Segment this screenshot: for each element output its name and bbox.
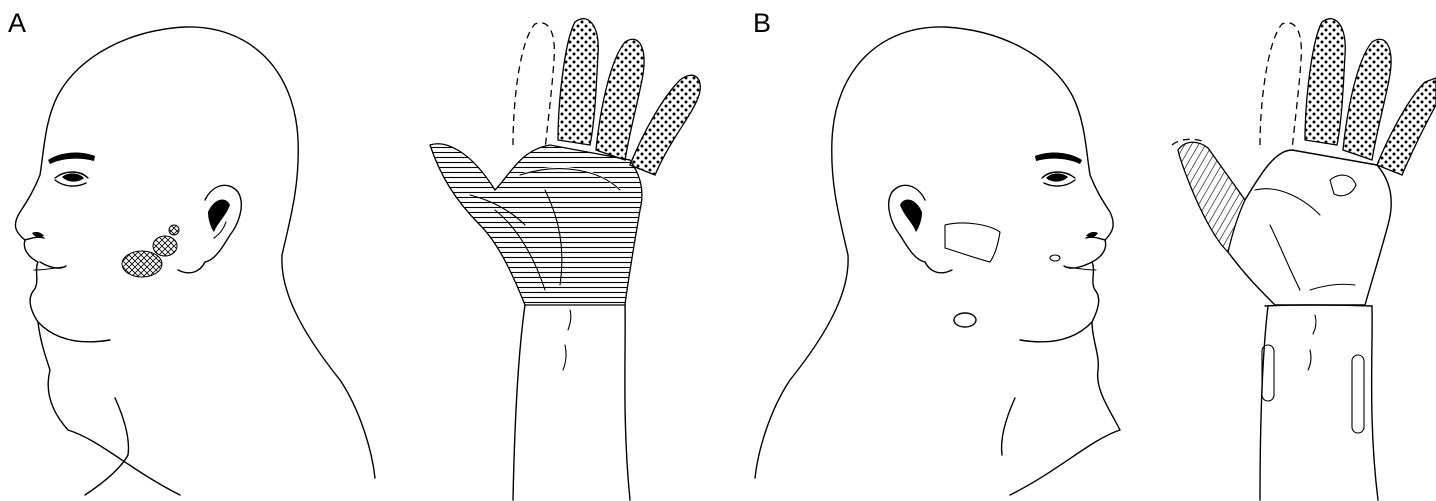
cheek-area-b	[945, 223, 1000, 262]
thumb-area-b	[1178, 142, 1245, 252]
palm-patch-b	[1330, 175, 1356, 196]
dashed-finger-a	[513, 23, 554, 150]
head-b	[755, 27, 1120, 495]
dashed-finger-b	[1260, 23, 1301, 150]
forearm-b	[1260, 306, 1268, 500]
forearm-a	[513, 305, 525, 500]
finger-ring-b	[1343, 39, 1391, 160]
hand-b	[1172, 19, 1436, 500]
finger-ring-a	[596, 39, 644, 160]
eye-b-icon	[1046, 173, 1068, 181]
palm-b	[1228, 150, 1391, 305]
eyebrow-a-icon	[48, 153, 95, 164]
eye-a-icon	[62, 173, 84, 181]
hand-a	[430, 19, 700, 500]
finger-middle-b	[1305, 19, 1345, 145]
head-a	[15, 27, 375, 495]
palm-area-a	[430, 144, 642, 305]
neck-area-b	[954, 313, 976, 327]
head-a-outline	[15, 27, 375, 495]
finger-middle-a	[558, 19, 598, 145]
eyebrow-b-icon	[1035, 153, 1082, 164]
cheek-area-a	[122, 251, 162, 277]
wrist-area-b-right	[1352, 355, 1364, 433]
head-b-outline	[755, 27, 1120, 495]
